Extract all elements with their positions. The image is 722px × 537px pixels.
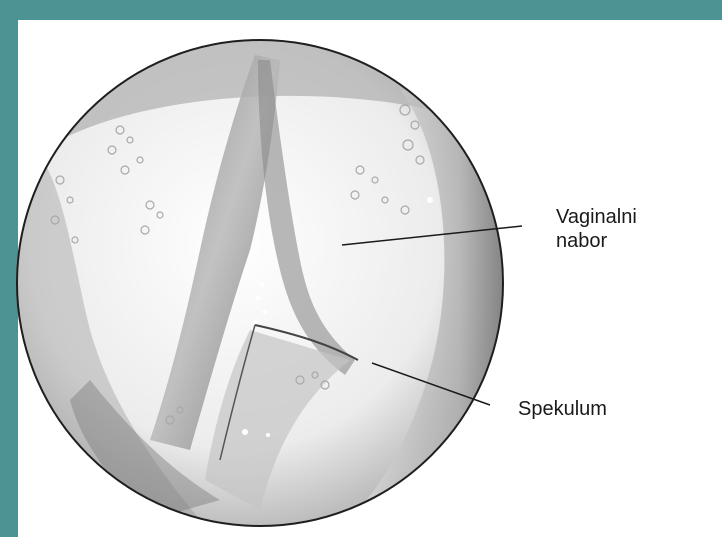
label-spekulum: Spekulum — [518, 397, 607, 421]
label-vaginalni-nabor: Vaginalni nabor — [556, 205, 686, 253]
